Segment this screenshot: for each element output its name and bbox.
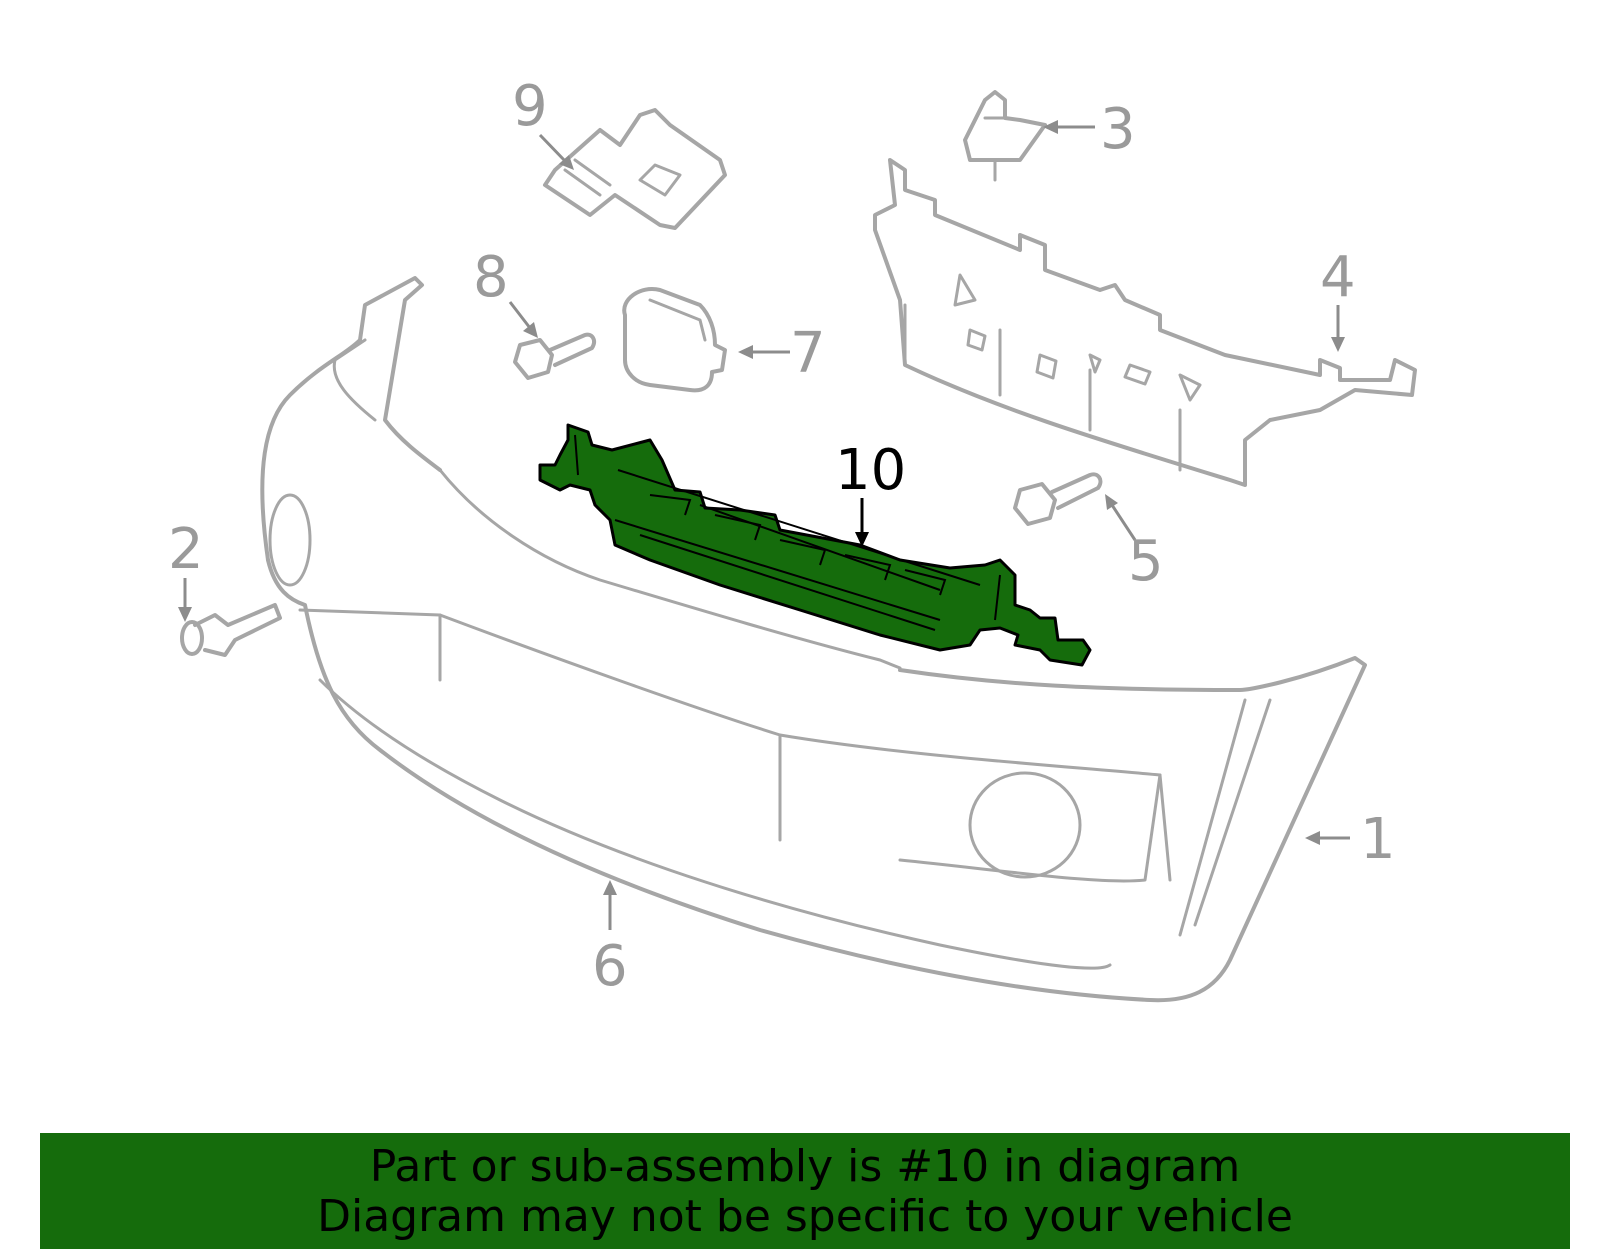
callout-3: 3 (1043, 97, 1136, 162)
callout-number: 3 (1100, 97, 1136, 162)
callout-number: 8 (473, 245, 509, 310)
callout-number: 5 (1128, 529, 1164, 594)
callout-4: 4 (1320, 245, 1356, 352)
banner-line-2: Diagram may not be specific to your vehi… (317, 1191, 1293, 1242)
bolt-upper (513, 332, 596, 380)
callout-number: 10 (835, 438, 906, 503)
bolt-lower (1013, 472, 1103, 526)
callout-10: 10 (835, 438, 906, 547)
callout-number: 6 (592, 934, 628, 999)
callout-5: 5 (1105, 494, 1164, 594)
reinforcement-bar (873, 158, 1417, 487)
callout-2: 2 (168, 517, 204, 622)
banner-line-1: Part or sub-assembly is #10 in diagram (369, 1141, 1241, 1192)
callout-number: 7 (790, 321, 826, 386)
callout-9: 9 (512, 74, 574, 170)
push-pin (180, 603, 282, 657)
bumper-cover (260, 276, 1367, 1003)
parts-diagram: 1 2 3 4 5 6 7 8 9 10 (168, 74, 1417, 1003)
callout-8: 8 (473, 245, 538, 338)
highlighted-part-10 (538, 423, 1092, 667)
callout-number: 9 (512, 74, 548, 139)
sensor-housing (622, 287, 727, 393)
info-banner: Part or sub-assembly is #10 in diagram D… (40, 1133, 1570, 1249)
callout-number: 2 (168, 517, 204, 582)
callout-1: 1 (1305, 807, 1396, 872)
callout-number: 4 (1320, 245, 1356, 310)
callout-6: 6 (592, 880, 628, 999)
callout-number: 1 (1360, 807, 1396, 872)
sensor-module (543, 108, 727, 230)
push-clip (963, 90, 1047, 182)
callout-7: 7 (738, 321, 826, 386)
